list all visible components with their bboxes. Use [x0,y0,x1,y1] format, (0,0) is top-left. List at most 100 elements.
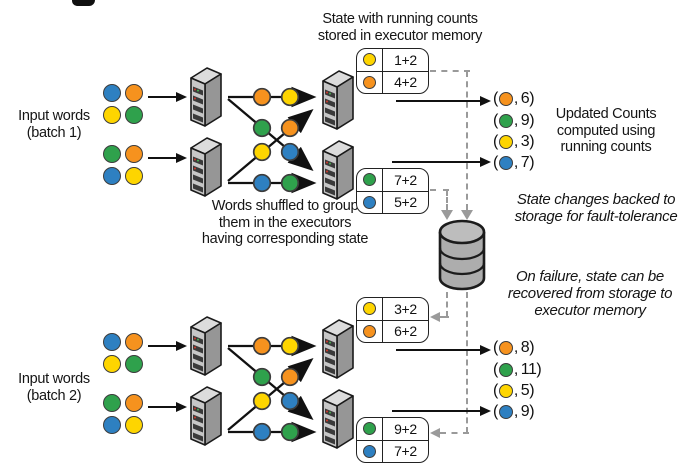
state-key-cell [357,320,383,342]
state-count-cell: 7+2 [394,171,417,188]
state-count-cell: 3+2 [394,300,417,317]
state-backup-line2: storage for fault-tolerance [514,208,678,225]
input-words-line2: (batch 1) [26,124,82,141]
executor-server-icon [322,70,354,130]
word-dot [498,135,513,149]
updated-counts-line1: Updated Counts [555,106,657,122]
state-row: 6+2 [357,320,428,342]
word-dot [498,156,513,170]
executor-server-icon [322,319,354,379]
server-icon [190,67,222,127]
paren-open: ( [493,90,498,107]
output-tuple: (,9) [493,110,534,132]
shuffle-dot [252,422,272,442]
word-dot [103,145,121,163]
flow-arrowhead [176,401,187,412]
shuffle-dot [280,87,300,107]
flow-arrowhead [480,95,491,106]
state-key-cell [357,191,383,213]
paren-close: ) [529,112,535,129]
state-key-cell [357,169,383,191]
word-dot [363,422,376,436]
updated-counts-line2: computed using [556,122,656,139]
comma: , [513,403,518,420]
state-row: 5+2 [357,191,428,213]
state-backup-line [430,189,449,191]
shuffle-dot [252,87,272,107]
output-count: 3 [520,133,530,150]
flow-arrow [148,96,177,99]
comma: , [513,339,518,356]
recovery-arrowhead-left [430,311,440,322]
shuffle-note-line1: Words shuffled to group [211,198,359,214]
state-key-cell [357,49,383,71]
word-dot [363,444,376,458]
output-count: 7 [520,154,530,171]
recovery-arrowhead-left [430,427,440,438]
word-dot [363,195,376,209]
state-count-cell: 9+2 [394,420,417,437]
shuffle-note: Words shuffled to group them in the exec… [185,198,385,248]
word-dot [103,394,121,412]
paren-close: ) [529,133,535,150]
shuffle-dot [252,367,272,387]
state-count-cell: 7+2 [394,443,417,460]
paren-close: ) [529,339,535,356]
recovery-note-line2: recovered from storage to [507,285,673,302]
state-row: 4+2 [357,71,428,93]
word-dot [125,416,143,434]
output-tuple: (,3) [493,131,534,153]
output-count: 11 [520,361,537,378]
word-dot [363,75,376,89]
word-dot [103,416,121,434]
state-backup-line1: State changes backed to [516,191,676,208]
shuffle-network [227,86,317,194]
output-count: 9 [520,403,530,420]
input-word-group [103,394,143,434]
word-dot [103,106,121,124]
state-key-cell [357,298,383,320]
state-recovery-line [440,316,449,318]
flow-arrowhead [480,344,491,355]
server-icon [190,386,222,446]
word-dot [125,106,143,124]
word-dot [498,363,513,377]
word-dot [103,355,121,373]
output-count: 8 [520,339,530,356]
backup-arrowhead-down [441,210,453,220]
updated-counts-note: Updated Counts computed using running co… [546,106,666,156]
output-tuple: (,9) [493,401,534,423]
state-recovery-line [466,292,468,433]
state-count-cell: 5+2 [394,194,417,211]
comma: , [513,90,518,107]
word-dot [498,92,513,106]
shuffle-dot [252,142,272,162]
comma: , [513,382,518,399]
shuffle-dot [280,142,300,162]
state-header-line1: State with running counts [322,11,478,27]
flow-arrowhead [176,91,187,102]
executor-server-icon [322,389,354,449]
state-row: 7+2 [357,169,428,192]
state-backup-line [446,190,448,210]
word-dot [363,302,376,316]
shuffle-dot [252,336,272,356]
executor-server-icon [322,140,354,200]
flow-arrowhead [480,156,491,167]
input-words-line1: Input words [18,108,90,124]
output-tuple: (,7) [493,152,534,174]
recovery-note: On failure, state can be recovered from … [500,268,680,319]
input-words-label-batch2: Input words (batch 2) [6,371,102,404]
flow-arrow [392,410,481,413]
output-tuple: (,8) [493,337,534,359]
paren-open: ( [493,339,498,356]
paren-open: ( [493,112,498,129]
flow-arrowhead [176,340,187,351]
state-header-note: State with running counts stored in exec… [300,11,500,44]
state-table: 7+2 5+2 [356,168,429,214]
cropped-letter-fragment [72,0,95,6]
state-row: 9+2 [357,418,428,441]
input-words-line2: (batch 2) [26,387,82,404]
paren-close: ) [529,382,535,399]
